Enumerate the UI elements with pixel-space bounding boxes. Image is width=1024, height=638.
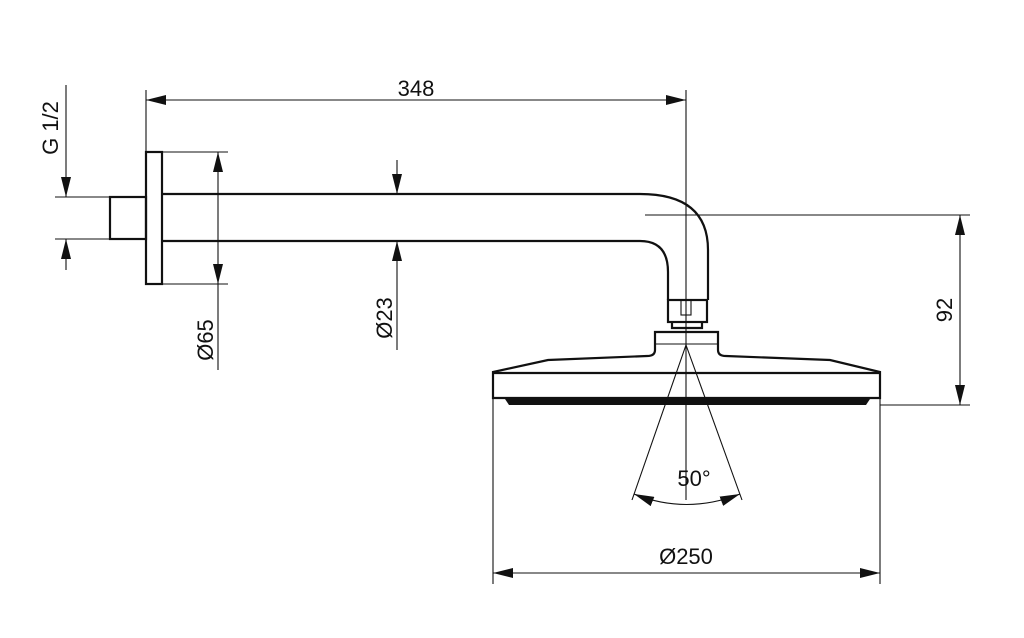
dimension-label: 92 <box>932 298 957 322</box>
thread-nipple <box>108 195 148 241</box>
dimension-label: 348 <box>398 76 435 101</box>
dimension-arm-diameter: Ø23 <box>372 160 402 350</box>
dimension-arm-length: 348 <box>145 76 686 152</box>
dimension-label: G 1/2 <box>38 101 63 155</box>
dimension-head-diameter: Ø250 <box>492 398 881 584</box>
dimension-label: Ø250 <box>659 544 713 569</box>
dimension-height: 92 <box>645 214 970 406</box>
shower-arm <box>162 192 710 300</box>
connector-nut <box>666 298 709 330</box>
dimension-label: Ø65 <box>193 319 218 361</box>
wall-flange <box>144 150 164 286</box>
dimension-flange-diameter: Ø65 <box>162 151 228 370</box>
dimension-label: 50° <box>677 466 710 491</box>
dimension-thread: G 1/2 <box>38 85 110 270</box>
dimension-label: Ø23 <box>372 297 397 339</box>
nozzle-plate <box>505 399 870 405</box>
dimension-spray-angle: 50° <box>631 344 743 507</box>
